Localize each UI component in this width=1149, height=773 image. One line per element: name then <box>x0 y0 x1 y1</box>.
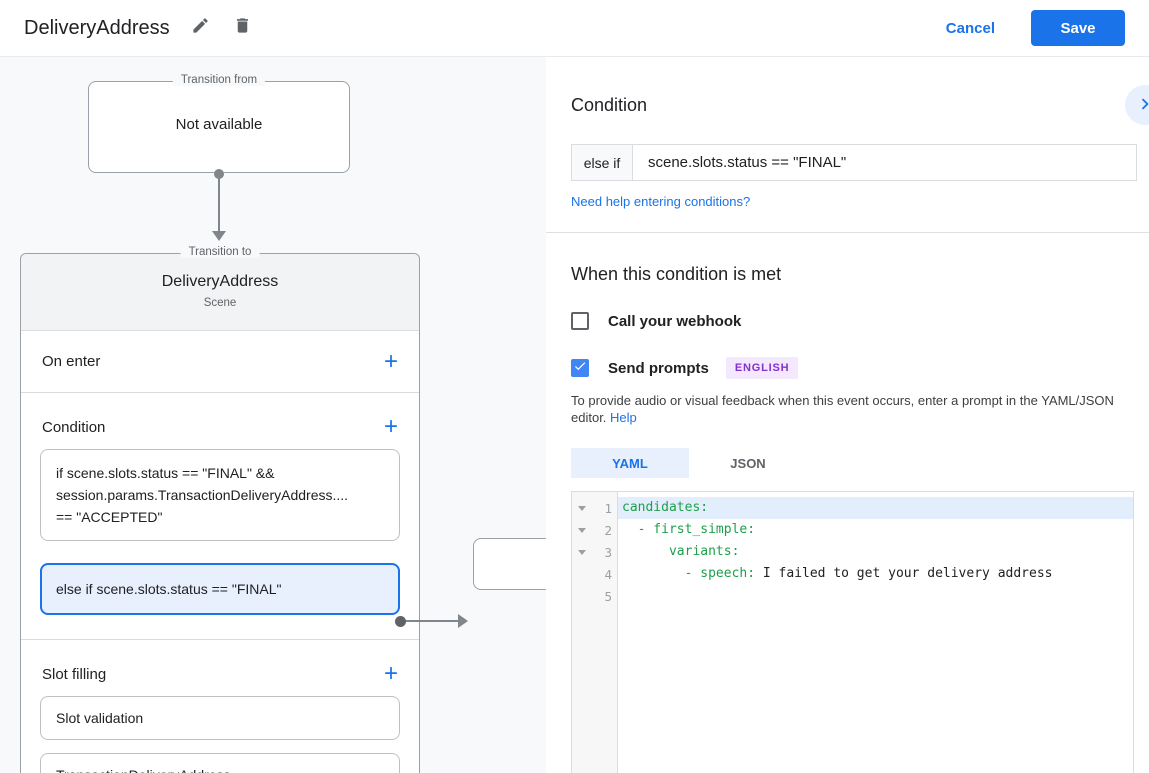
code-token: variants: <box>622 544 740 559</box>
webhook-checkbox[interactable] <box>571 312 589 330</box>
add-on-enter-icon[interactable]: + <box>383 347 398 375</box>
scene-type-label: Scene <box>203 297 237 309</box>
slot-filling-item[interactable]: Slot validation <box>40 696 400 740</box>
page-title: DeliveryAddress <box>24 16 170 39</box>
delete-scene-button[interactable] <box>232 17 254 39</box>
send-prompts-label: Send prompts <box>608 359 709 377</box>
transition-to-legend: Transition to <box>180 246 260 258</box>
code-token: - speech: <box>622 566 756 581</box>
scene-card: Transition to DeliveryAddress Scene On e… <box>20 246 420 773</box>
condition-list: if scene.slots.status == "FINAL" && sessi… <box>40 449 400 615</box>
transition-from-box[interactable]: Transition from Not available <box>88 74 350 173</box>
add-slot-icon[interactable]: + <box>383 660 398 687</box>
edit-scene-button[interactable] <box>190 17 212 39</box>
condition-item-line: if scene.slots.status == "FINAL" && <box>56 465 275 481</box>
on-enter-row[interactable]: On enter + <box>21 331 419 393</box>
tab-yaml[interactable]: YAML <box>571 448 689 478</box>
code-token: I failed to get your delivery address <box>755 566 1053 581</box>
gutter-line: 1 <box>572 497 617 519</box>
code-line[interactable]: candidates: <box>618 497 1133 519</box>
code-token: candidates: <box>622 500 709 515</box>
code-line[interactable]: - first_simple: <box>618 519 1133 541</box>
condition-expression-input[interactable]: scene.slots.status == "FINAL" <box>648 154 847 171</box>
checkmark-icon <box>573 359 587 378</box>
slot-list: Slot validationTransactionDeliveryAddres… <box>40 696 400 773</box>
line-number: 5 <box>604 588 612 604</box>
line-number: 1 <box>604 500 612 516</box>
panel-divider <box>546 232 1149 233</box>
slot-filling-section-label: Slot filling <box>42 665 107 683</box>
editor-gutter: 1 2 3 4 5 <box>572 492 618 773</box>
condition-section: Condition + if scene.slots.status == "FI… <box>21 393 419 640</box>
condition-item-line: session.params.TransactionDeliveryAddres… <box>56 487 349 503</box>
prompts-description-text: To provide audio or visual feedback when… <box>571 393 1114 425</box>
prompts-description: To provide audio or visual feedback when… <box>571 392 1127 426</box>
code-token: - first_simple: <box>622 522 756 537</box>
linked-scene-box[interactable] <box>473 538 546 590</box>
help-link[interactable]: Help <box>610 410 637 425</box>
cancel-button[interactable]: Cancel <box>945 19 995 37</box>
webhook-label: Call your webhook <box>608 312 742 330</box>
save-button[interactable]: Save <box>1031 10 1125 46</box>
arrow-down-icon <box>212 231 226 241</box>
line-number: 3 <box>604 544 612 560</box>
language-badge: ENGLISH <box>725 357 799 379</box>
fold-column <box>572 527 592 533</box>
panel-title: Condition <box>571 94 648 115</box>
transition-from-value: Not available <box>175 116 263 133</box>
condition-item-line: == "ACCEPTED" <box>56 509 163 525</box>
pencil-icon <box>191 16 210 40</box>
trash-icon <box>233 16 252 40</box>
gutter-line: 2 <box>572 519 617 541</box>
horizontal-connector-line <box>402 620 460 622</box>
scene-card-header[interactable]: DeliveryAddress Scene <box>21 254 419 331</box>
gutter-line: 3 <box>572 541 617 563</box>
conditions-help-link[interactable]: Need help entering conditions? <box>571 194 751 209</box>
fold-arrow-icon[interactable] <box>578 527 586 533</box>
editor-format-tabs: YAML JSON <box>571 448 1149 478</box>
fold-arrow-icon[interactable] <box>578 505 586 511</box>
top-bar: DeliveryAddress Cancel Save <box>0 0 1149 57</box>
chevron-right-icon <box>1134 93 1149 118</box>
condition-item[interactable]: if scene.slots.status == "FINAL" && sessi… <box>40 449 400 541</box>
fold-arrow-icon[interactable] <box>578 549 586 555</box>
gutter-line: 4 <box>572 563 617 585</box>
send-prompts-check-row[interactable]: Send prompts ENGLISH <box>571 357 1149 379</box>
code-line[interactable]: - speech: I failed to get your delivery … <box>618 563 1133 585</box>
yaml-code-editor[interactable]: 1 2 3 4 5 candidates: - first_simple: varian… <box>571 491 1134 773</box>
arrow-right-icon <box>458 614 468 628</box>
condition-prefix: else if <box>572 145 633 180</box>
editor-code-area[interactable]: candidates: - first_simple: variants: - … <box>618 492 1133 773</box>
send-prompts-checkbox[interactable] <box>571 359 589 377</box>
condition-item[interactable]: else if scene.slots.status == "FINAL" <box>40 563 400 615</box>
flow-canvas: Transition from Not available Transition… <box>0 57 546 773</box>
line-number: 2 <box>604 522 612 538</box>
slot-filling-section: Slot filling + Slot validationTransactio… <box>21 640 419 773</box>
line-number: 4 <box>604 566 612 582</box>
code-line[interactable] <box>618 585 1133 607</box>
condition-expression-row: else if scene.slots.status == "FINAL" <box>571 144 1137 181</box>
gutter-line: 5 <box>572 585 617 607</box>
on-enter-label: On enter <box>42 353 101 370</box>
add-condition-icon[interactable]: + <box>383 413 398 440</box>
condition-item-line: else if scene.slots.status == "FINAL" <box>56 581 282 597</box>
fold-column <box>572 549 592 555</box>
when-condition-heading: When this condition is met <box>571 264 782 284</box>
condition-section-label: Condition <box>42 418 106 436</box>
code-line[interactable]: variants: <box>618 541 1133 563</box>
tab-json[interactable]: JSON <box>730 455 766 471</box>
scene-name: DeliveryAddress <box>161 273 279 290</box>
condition-detail-panel: Condition else if scene.slots.status == … <box>546 57 1149 773</box>
vertical-connector-line <box>218 173 220 233</box>
webhook-check-row[interactable]: Call your webhook <box>571 312 1149 330</box>
collapse-panel-button[interactable] <box>1125 85 1149 125</box>
transition-from-legend: Transition from <box>172 74 266 86</box>
condition-connector-dot <box>395 616 406 627</box>
slot-filling-item[interactable]: TransactionDeliveryAddress <box>40 753 400 773</box>
fold-column <box>572 505 592 511</box>
